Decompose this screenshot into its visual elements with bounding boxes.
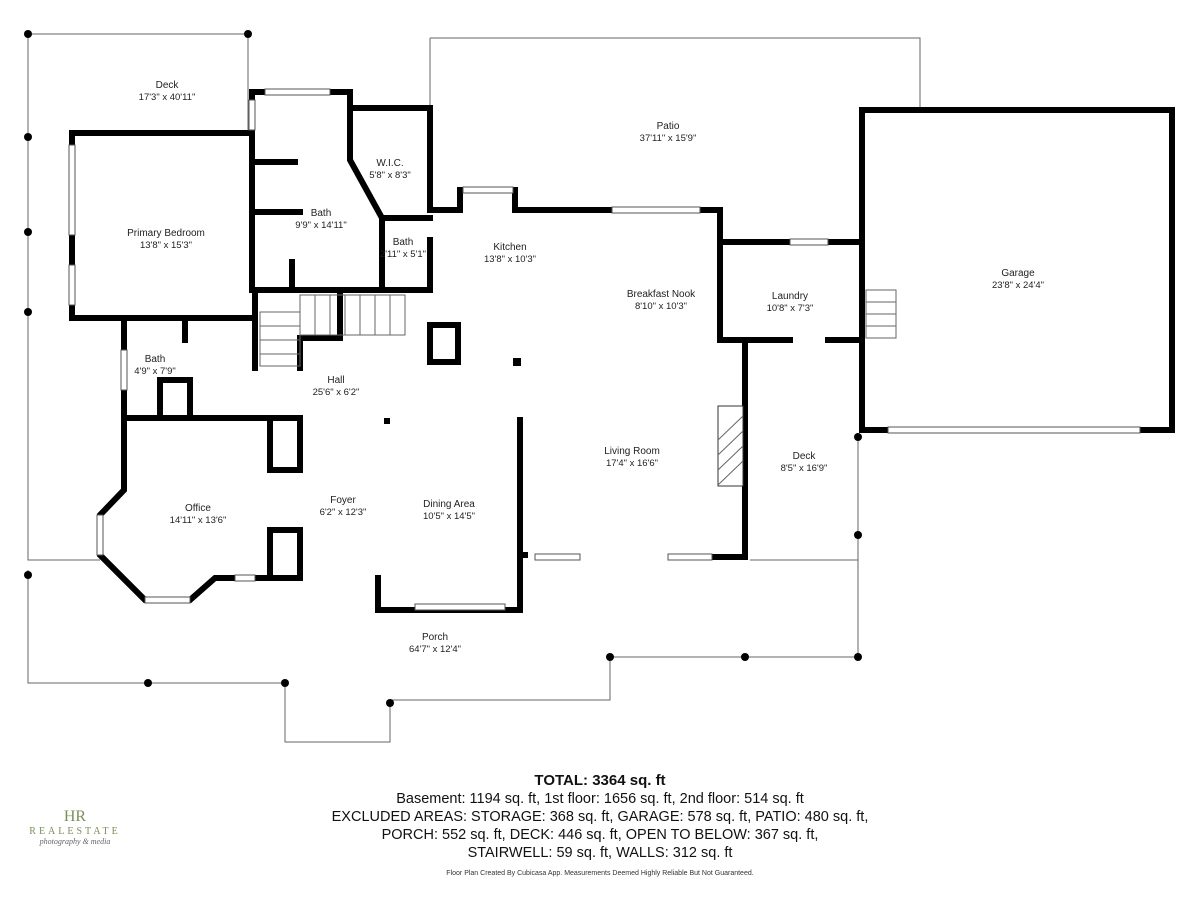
dim-wic: 5'8" x 8'3" — [369, 170, 411, 181]
dim-primary-bedroom: 13'8" x 15'3" — [140, 240, 192, 251]
label-kitchen: Kitchen — [493, 242, 526, 253]
dim-patio: 37'11" x 15'9" — [640, 133, 697, 144]
dim-bath-hall: 4'9" x 7'9" — [134, 366, 176, 377]
dim-breakfast-nook: 8'10" x 10'3" — [635, 301, 687, 312]
dim-living-room: 17'4" x 16'6" — [606, 458, 658, 469]
label-deck-right: Deck — [793, 451, 817, 462]
windows — [68, 88, 1141, 611]
dim-office: 14'11" x 13'6" — [170, 515, 227, 526]
porch-posts — [24, 30, 862, 707]
dim-porch: 64'7" x 12'4" — [409, 644, 461, 655]
total-area: TOTAL: 3364 sq. ft — [534, 772, 666, 789]
floor-plan: Deck 17'3" x 40'11" Primary Bedroom 13'8… — [24, 30, 1175, 743]
summary-line-4: STAIRWELL: 59 sq. ft, WALLS: 312 sq. ft — [467, 845, 733, 861]
dim-garage: 23'8" x 24'4" — [992, 280, 1044, 291]
area-summary: TOTAL: 3364 sq. ft Basement: 1194 sq. ft… — [300, 772, 900, 862]
logo-mark: HR — [63, 808, 87, 825]
dim-bath-small: 2'11" x 5'1" — [380, 249, 426, 260]
dim-bath-main: 9'9" x 14'11" — [295, 220, 346, 231]
summary-line-1: Basement: 1194 sq. ft, 1st floor: 1656 s… — [396, 791, 804, 807]
label-breakfast-nook: Breakfast Nook — [627, 289, 696, 300]
label-office: Office — [185, 503, 211, 514]
label-deck-left: Deck — [156, 80, 180, 91]
fireplace — [717, 405, 744, 487]
label-bath-hall: Bath — [145, 354, 166, 365]
logo-tagline: photography & media — [39, 837, 111, 846]
dim-kitchen: 13'8" x 10'3" — [484, 254, 536, 265]
label-wic: W.I.C. — [376, 158, 403, 169]
label-living-room: Living Room — [604, 446, 660, 457]
label-bath-small: Bath — [393, 237, 414, 248]
stairs — [259, 289, 897, 367]
dim-foyer: 6'2" x 12'3" — [320, 507, 367, 518]
dim-laundry: 10'8" x 7'3" — [767, 303, 814, 314]
dim-hall: 25'6" x 6'2" — [313, 387, 360, 398]
label-primary-bedroom: Primary Bedroom — [127, 228, 205, 239]
summary-line-3: PORCH: 552 sq. ft, DECK: 446 sq. ft, OPE… — [381, 827, 819, 843]
label-patio: Patio — [657, 121, 680, 132]
summary-line-2: EXCLUDED AREAS: STORAGE: 368 sq. ft, GAR… — [331, 809, 869, 825]
label-hall: Hall — [327, 375, 344, 386]
label-bath-main: Bath — [311, 208, 332, 219]
logo-name: REALESTATE — [29, 826, 121, 837]
disclaimer: Floor Plan Created By Cubicasa App. Meas… — [446, 870, 754, 877]
label-garage: Garage — [1001, 268, 1035, 279]
label-foyer: Foyer — [330, 495, 356, 506]
room-labels: Deck 17'3" x 40'11" Primary Bedroom 13'8… — [127, 80, 1044, 655]
dim-deck-left: 17'3" x 40'11" — [139, 92, 196, 103]
label-laundry: Laundry — [772, 291, 808, 302]
walls — [69, 89, 1175, 613]
label-dining-area: Dining Area — [423, 499, 475, 510]
company-logo: HR REALESTATE photography & media — [20, 808, 130, 846]
label-porch: Porch — [422, 632, 448, 643]
dim-dining-area: 10'5" x 14'5" — [423, 511, 475, 522]
dim-deck-right: 8'5" x 16'9" — [781, 463, 828, 474]
